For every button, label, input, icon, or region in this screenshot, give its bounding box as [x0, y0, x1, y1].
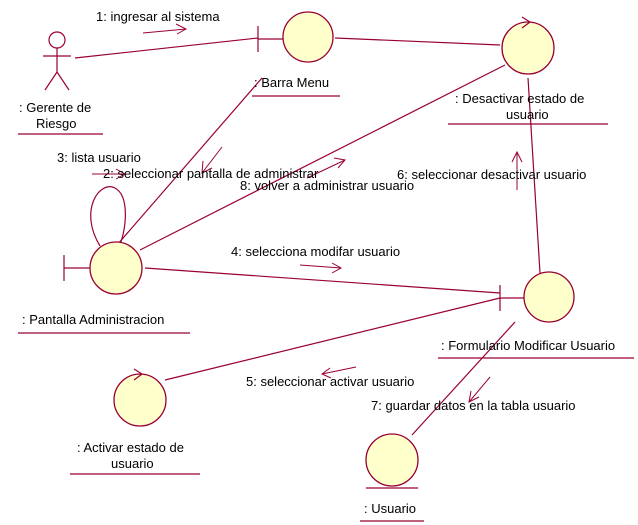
link-barra-desactivar [334, 37, 501, 46]
links [74, 37, 541, 436]
link-formulario-usuario [411, 321, 516, 436]
arrow-m8 [306, 159, 346, 179]
message-4-label: 4: selecciona modifar usuario [231, 244, 400, 259]
actor-name-line1: : Gerente de [19, 100, 91, 115]
control-arrow-icon [521, 16, 532, 29]
desactivar-label-line1: : Desactivar estado de [455, 91, 584, 106]
arrow-m4-head [331, 262, 343, 274]
actor-head [48, 31, 66, 49]
arrow-m5-head [321, 367, 332, 379]
boundary-circle [282, 11, 334, 63]
message-8-label: 8: volver a administrar usuario [240, 178, 414, 193]
entity-circle [365, 433, 419, 487]
arrow-m1-head [175, 23, 188, 35]
boundary-barra-menu[interactable]: : Barra Menu [252, 11, 340, 97]
arrow-m5 [321, 366, 357, 375]
link-self-loop [90, 186, 126, 247]
actor-gerente-de-riesgo[interactable]: : Gerente de Riesgo [18, 31, 103, 135]
arrow-m7 [468, 376, 491, 403]
actor-right-leg [56, 71, 70, 91]
arrow-m4 [299, 264, 342, 269]
link-pantalla-desactivar [139, 64, 506, 251]
desactivar-label-line2: usuario [506, 107, 549, 122]
control-circle [113, 373, 167, 427]
control-activar-estado[interactable]: : Activar estado de usuario [70, 368, 200, 475]
arrow-m3-head [115, 168, 127, 180]
actor-left-leg [44, 71, 58, 91]
arrow-m1 [142, 28, 187, 34]
arrow-m2 [201, 146, 223, 174]
pantalla-admin-label: : Pantalla Administracion [22, 312, 164, 327]
activar-label-line1: : Activar estado de [77, 440, 184, 455]
boundary-circle [523, 271, 575, 323]
arrow-m7-head [468, 390, 480, 403]
entity-usuario[interactable]: : Usuario [360, 433, 424, 522]
arrow-m2-head [201, 160, 213, 174]
formulario-label: : Formulario Modificar Usuario [441, 338, 615, 353]
message-labels: 1: ingresar al sistema 3: lista usuario … [57, 9, 586, 413]
control-arrow-icon [133, 368, 144, 381]
link-barra-pantalla [116, 77, 263, 246]
message-3-label: 3: lista usuario [57, 150, 141, 165]
control-circle [501, 21, 555, 75]
message-arrows [92, 23, 523, 403]
usuario-label: : Usuario [364, 501, 416, 516]
arrow-m8-head [333, 157, 346, 169]
message-1-label: 1: ingresar al sistema [96, 9, 220, 24]
link-formulario-desactivar [527, 77, 541, 274]
boundary-circle [89, 241, 143, 295]
link-pantalla-formulario [144, 267, 501, 294]
message-2-label: 2: seleccionar pantalla de administrar [103, 166, 319, 181]
link-formulario-activar [164, 297, 501, 381]
boundary-formulario-modificar-usuario[interactable]: : Formulario Modificar Usuario [438, 271, 634, 359]
boundary-pantalla-administracion[interactable]: : Pantalla Administracion [18, 241, 190, 334]
arrow-m6-head [511, 150, 523, 163]
message-7-label: 7: guardar datos en la tabla usuario [371, 398, 576, 413]
barra-menu-label: : Barra Menu [254, 75, 329, 90]
actor-name-line2: Riesgo [36, 116, 76, 131]
control-desactivar-estado[interactable]: : Desactivar estado de usuario [448, 16, 608, 125]
message-6-label: 6: seleccionar desactivar usuario [397, 167, 586, 182]
link-actor-barra [74, 37, 259, 59]
activar-label-line2: usuario [111, 456, 154, 471]
message-5-label: 5: seleccionar activar usuario [246, 374, 414, 389]
